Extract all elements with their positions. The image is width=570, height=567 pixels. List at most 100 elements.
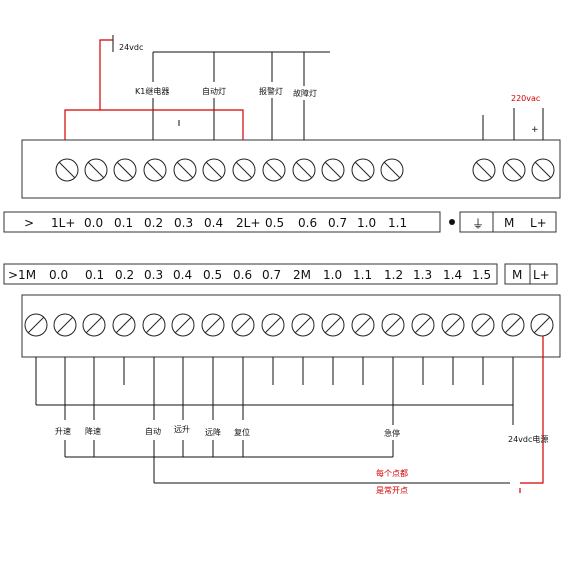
top-screw <box>113 158 137 182</box>
raise-speed-label: 升速 <box>55 427 71 436</box>
input-labels: >1M 0.0 0.1 0.2 0.3 0.4 0.5 0.6 0.7 2M 1… <box>8 268 550 282</box>
top-screw <box>84 158 108 182</box>
red-wiring-bottom <box>519 336 544 493</box>
top-24vdc-label: 24vdc <box>119 43 143 52</box>
out-power-m: M <box>504 216 514 230</box>
in-label-i12: 1.2 <box>384 268 403 282</box>
bottom-screw <box>381 313 405 337</box>
out-label-q04: 0.4 <box>204 216 223 230</box>
status-dot <box>449 219 455 225</box>
output-power-strip <box>459 211 557 233</box>
in-label-i11: 1.1 <box>353 268 372 282</box>
out-label-2lplus: 2L+ <box>236 216 260 230</box>
top-terminal-screws <box>55 158 555 182</box>
input-label-strip <box>3 263 498 285</box>
bottom-screw <box>411 313 435 337</box>
k1-relay-label: K1继电器 <box>135 86 169 96</box>
in-label-i06: 0.6 <box>233 268 252 282</box>
reset-label: 复位 <box>234 427 250 437</box>
output-label-strip <box>3 211 441 233</box>
top-screw <box>531 158 555 182</box>
bottom-screw <box>261 313 285 337</box>
top-wiring <box>112 35 544 140</box>
bottom-terminal-screws <box>24 313 554 337</box>
out-label-q06: 0.6 <box>298 216 317 230</box>
bottom-screw <box>82 313 106 337</box>
bottom-terminal-strip <box>21 294 561 358</box>
in-label-i14: 1.4 <box>443 268 462 282</box>
top-screw <box>351 158 375 182</box>
top-screw <box>292 158 316 182</box>
fault-lamp-label: 故障灯 <box>293 88 317 98</box>
out-power-lplus: L+ <box>530 216 547 230</box>
bottom-wiring <box>35 357 514 484</box>
bottom-screw <box>321 313 345 337</box>
top-screw <box>502 158 526 182</box>
ground-icon: ⏚ <box>472 217 484 231</box>
in-label-i02: 0.2 <box>115 268 134 282</box>
out-label-q03: 0.3 <box>174 216 193 230</box>
out-label-q07: 0.7 <box>328 216 347 230</box>
emergency-stop-label: 急停 <box>384 428 400 438</box>
top-screw <box>321 158 345 182</box>
top-screw <box>173 158 197 182</box>
in-label-1m: >1M <box>8 268 36 282</box>
bottom-screw <box>171 313 195 337</box>
input-power-strip <box>504 263 558 285</box>
in-label-i15: 1.5 <box>472 268 491 282</box>
bottom-screw <box>24 313 48 337</box>
auto-label: 自动 <box>145 426 161 436</box>
in-label-i07: 0.7 <box>262 268 281 282</box>
top-screw <box>202 158 226 182</box>
in-label-2m: 2M <box>293 268 311 282</box>
top-terminal-strip <box>21 139 561 199</box>
bottom-screw <box>351 313 375 337</box>
out-label-q01: 0.1 <box>114 216 133 230</box>
out-label-q11: 1.1 <box>388 216 407 230</box>
out-label-arrow: > <box>24 216 34 230</box>
in-label-i10: 1.0 <box>323 268 342 282</box>
top-screw <box>143 158 167 182</box>
out-label-q02: 0.2 <box>144 216 163 230</box>
top-screw <box>232 158 256 182</box>
bottom-screw <box>53 313 77 337</box>
in-power-m: M <box>512 268 522 282</box>
bottom-screw <box>142 313 166 337</box>
plus-label: + <box>531 125 539 135</box>
out-label-q10: 1.0 <box>357 216 376 230</box>
note-line1: 每个点都 <box>376 468 408 478</box>
red-wiring-top <box>64 39 244 140</box>
top-screw <box>472 158 496 182</box>
bottom-screw <box>441 313 465 337</box>
top-screw <box>380 158 404 182</box>
alarm-lamp-label: 报警灯 <box>259 86 283 96</box>
bottom-24vdc-label: 24vdc电源 <box>508 434 548 444</box>
in-label-i03: 0.3 <box>144 268 163 282</box>
in-power-lplus: L+ <box>533 268 550 282</box>
in-label-i04: 0.4 <box>173 268 192 282</box>
remote-raise-label: 远升 <box>174 425 190 434</box>
lower-speed-label: 降速 <box>85 426 101 436</box>
bottom-screw <box>112 313 136 337</box>
out-label-q00: 0.0 <box>84 216 103 230</box>
in-label-i05: 0.5 <box>203 268 222 282</box>
ac-220-label: 220vac <box>511 94 540 103</box>
bottom-screw <box>530 313 554 337</box>
note-line2: 是常开点 <box>376 486 408 495</box>
top-screw <box>262 158 286 182</box>
bottom-screw <box>501 313 525 337</box>
out-label-q05: 0.5 <box>265 216 284 230</box>
in-label-i13: 1.3 <box>413 268 432 282</box>
bottom-screw <box>231 313 255 337</box>
bottom-screw <box>291 313 315 337</box>
in-label-i01: 0.1 <box>85 268 104 282</box>
bottom-screw <box>201 313 225 337</box>
bottom-screw <box>471 313 495 337</box>
output-labels: > 1L+ 0.0 0.1 0.2 0.3 0.4 2L+ 0.5 0.6 0.… <box>24 216 547 231</box>
top-screw <box>55 158 79 182</box>
remote-lower-label: 远降 <box>205 427 221 437</box>
auto-lamp-label: 自动灯 <box>202 86 226 96</box>
in-label-i00: 0.0 <box>49 268 68 282</box>
